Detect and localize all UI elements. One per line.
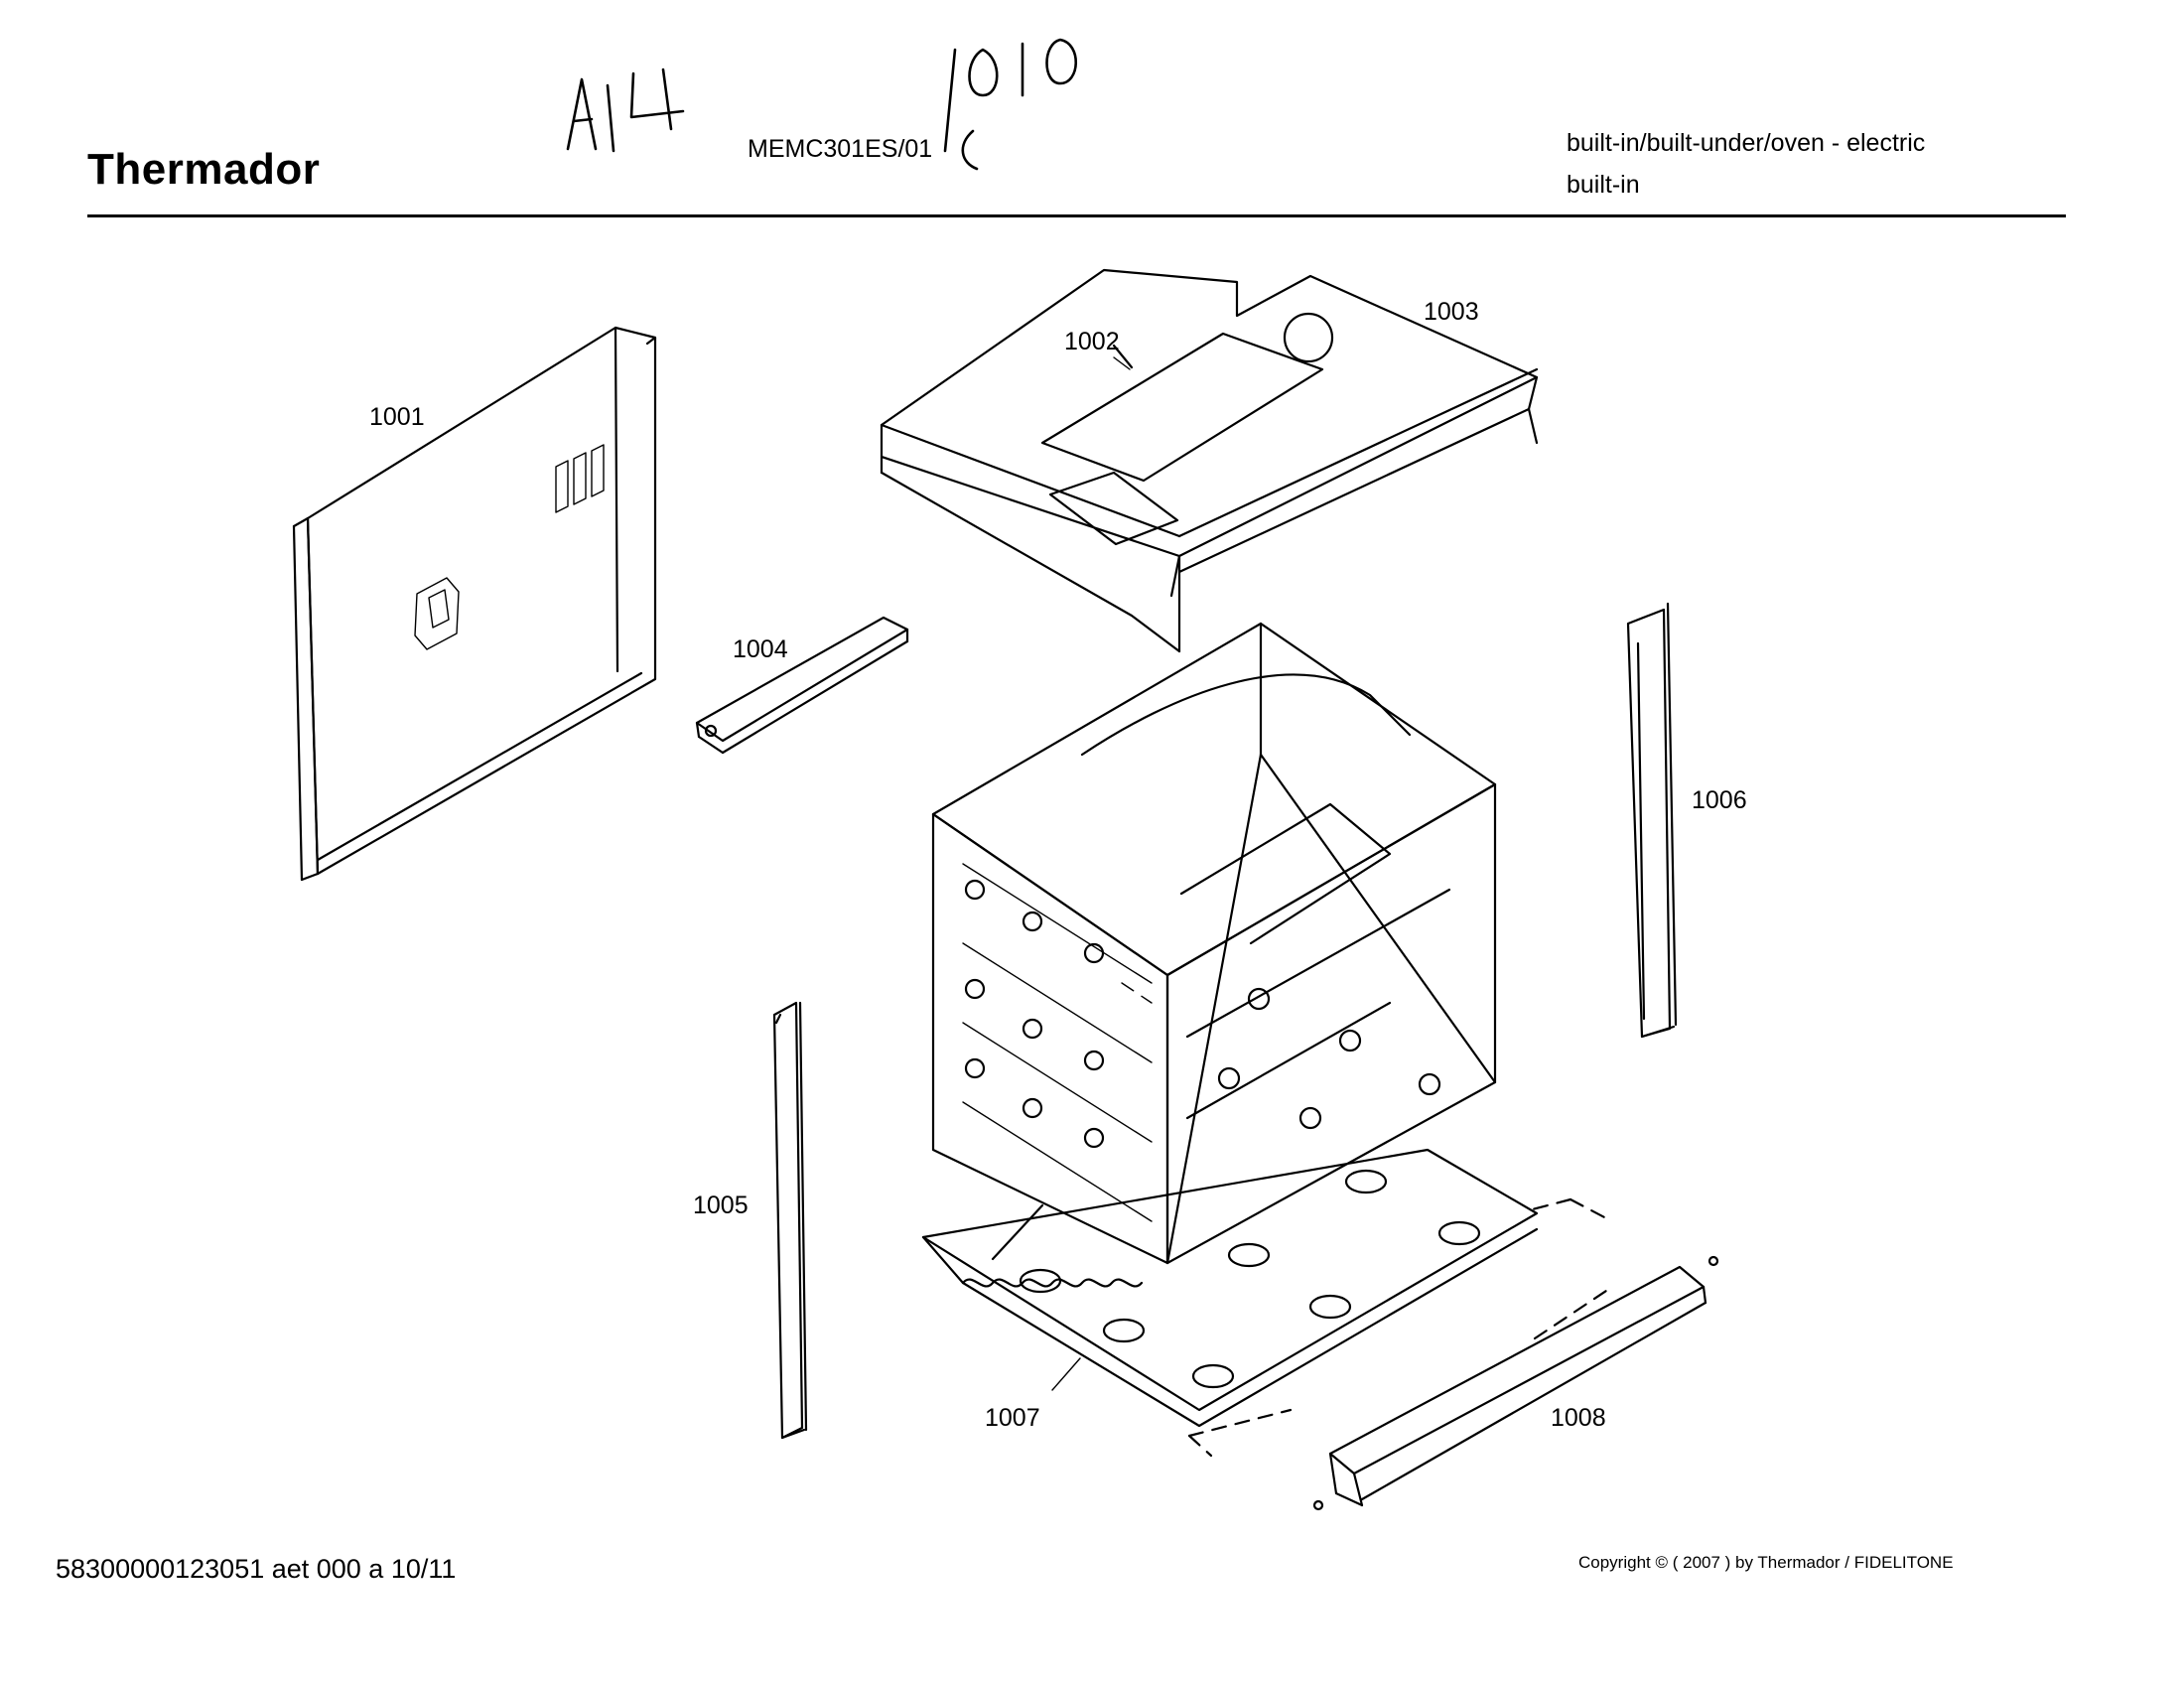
model-number: MEMC301ES/01 xyxy=(748,135,933,163)
part-1006-label: 1006 xyxy=(1692,786,1747,814)
document-number: 58300000123051 aet 000 a 10/11 xyxy=(56,1554,457,1584)
leader-lines xyxy=(1051,356,1131,1391)
copyright-notice: Copyright © ( 2007 ) by Thermador / FIDE… xyxy=(1578,1553,1954,1572)
part-1001-side-panel xyxy=(292,326,657,882)
category-line-1: built-in/built-under/oven - electric xyxy=(1567,129,1926,157)
brand-name: Thermador xyxy=(87,145,321,194)
part-1008-label: 1008 xyxy=(1551,1404,1606,1432)
part-1008-front-strip xyxy=(1187,1197,1719,1511)
part-1003-label: 1003 xyxy=(1424,298,1479,326)
handwritten-note xyxy=(566,38,1078,171)
part-1002-insulation-plate xyxy=(1040,332,1324,546)
part-1005-left-rail xyxy=(772,1001,808,1440)
header-rule xyxy=(87,214,2066,217)
part-1003-top-cover xyxy=(880,268,1539,653)
part-1005-label: 1005 xyxy=(693,1192,749,1219)
part-1007-label: 1007 xyxy=(985,1404,1040,1432)
part-1007-bottom-plate xyxy=(921,1148,1539,1428)
part-1004-bracket xyxy=(695,616,909,755)
part-1006-right-rail xyxy=(1626,602,1678,1039)
part-oven-cavity xyxy=(931,622,1497,1265)
part-1001-label: 1001 xyxy=(369,403,425,431)
category-line-2: built-in xyxy=(1567,171,1640,199)
part-1004-label: 1004 xyxy=(733,635,788,663)
part-1002-label: 1002 xyxy=(1064,328,1120,355)
